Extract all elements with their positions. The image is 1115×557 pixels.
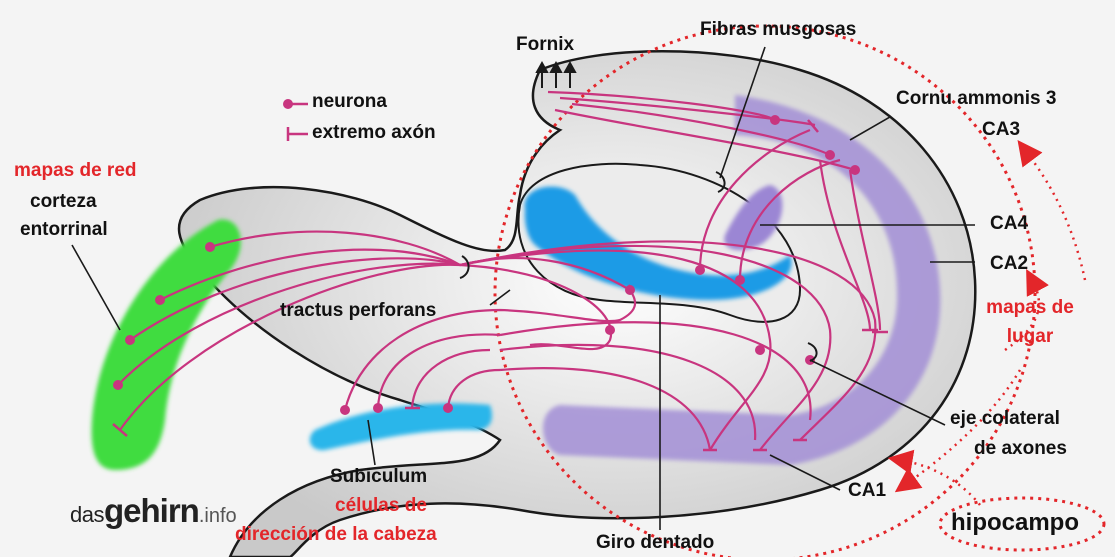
label-mapas-de-red: mapas de red [14, 160, 137, 182]
label-de-axones: de axones [974, 438, 1067, 460]
label-direccion-cabeza: dirección de la cabeza [235, 524, 437, 546]
label-mapas-de: mapas de [970, 297, 1090, 319]
legend-symbols [280, 94, 310, 144]
subiculum-region [310, 403, 492, 450]
label-lugar: lugar [970, 326, 1090, 348]
legend-neuron-label: neurona [312, 91, 387, 112]
label-eje-colateral: eje colateral [950, 408, 1060, 430]
fornix-arrows [537, 63, 575, 88]
brand-logo: dasgehirn.info [70, 492, 237, 530]
brand-part2: gehirn [104, 492, 199, 529]
label-fibras-musgosas: Fibras musgosas [700, 19, 856, 41]
label-ca1: CA1 [848, 480, 886, 502]
legend-axon-end: extremo axón [312, 122, 436, 144]
legend-axon-end-label: extremo axón [312, 122, 436, 143]
label-fornix: Fornix [516, 34, 574, 56]
brand-part1: das [70, 502, 104, 527]
label-subiculum: Subiculum [330, 466, 427, 488]
label-entorrinal: entorrinal [20, 219, 108, 241]
label-corteza: corteza [30, 191, 97, 213]
legend-neuron: neurona [312, 91, 387, 113]
label-hipocampo: hipocampo [951, 509, 1079, 537]
brand-part3: .info [199, 505, 237, 527]
label-ca3: CA3 [982, 119, 1020, 141]
label-ca2: CA2 [990, 253, 1028, 275]
label-celulas-de: células de [335, 495, 427, 517]
label-giro-dentado: Giro dentado [596, 532, 714, 554]
label-ca4: CA4 [990, 213, 1028, 235]
label-tractus-perforans: tractus perforans [280, 300, 436, 322]
label-cornu-ammonis: Cornu ammonis 3 [896, 88, 1056, 110]
